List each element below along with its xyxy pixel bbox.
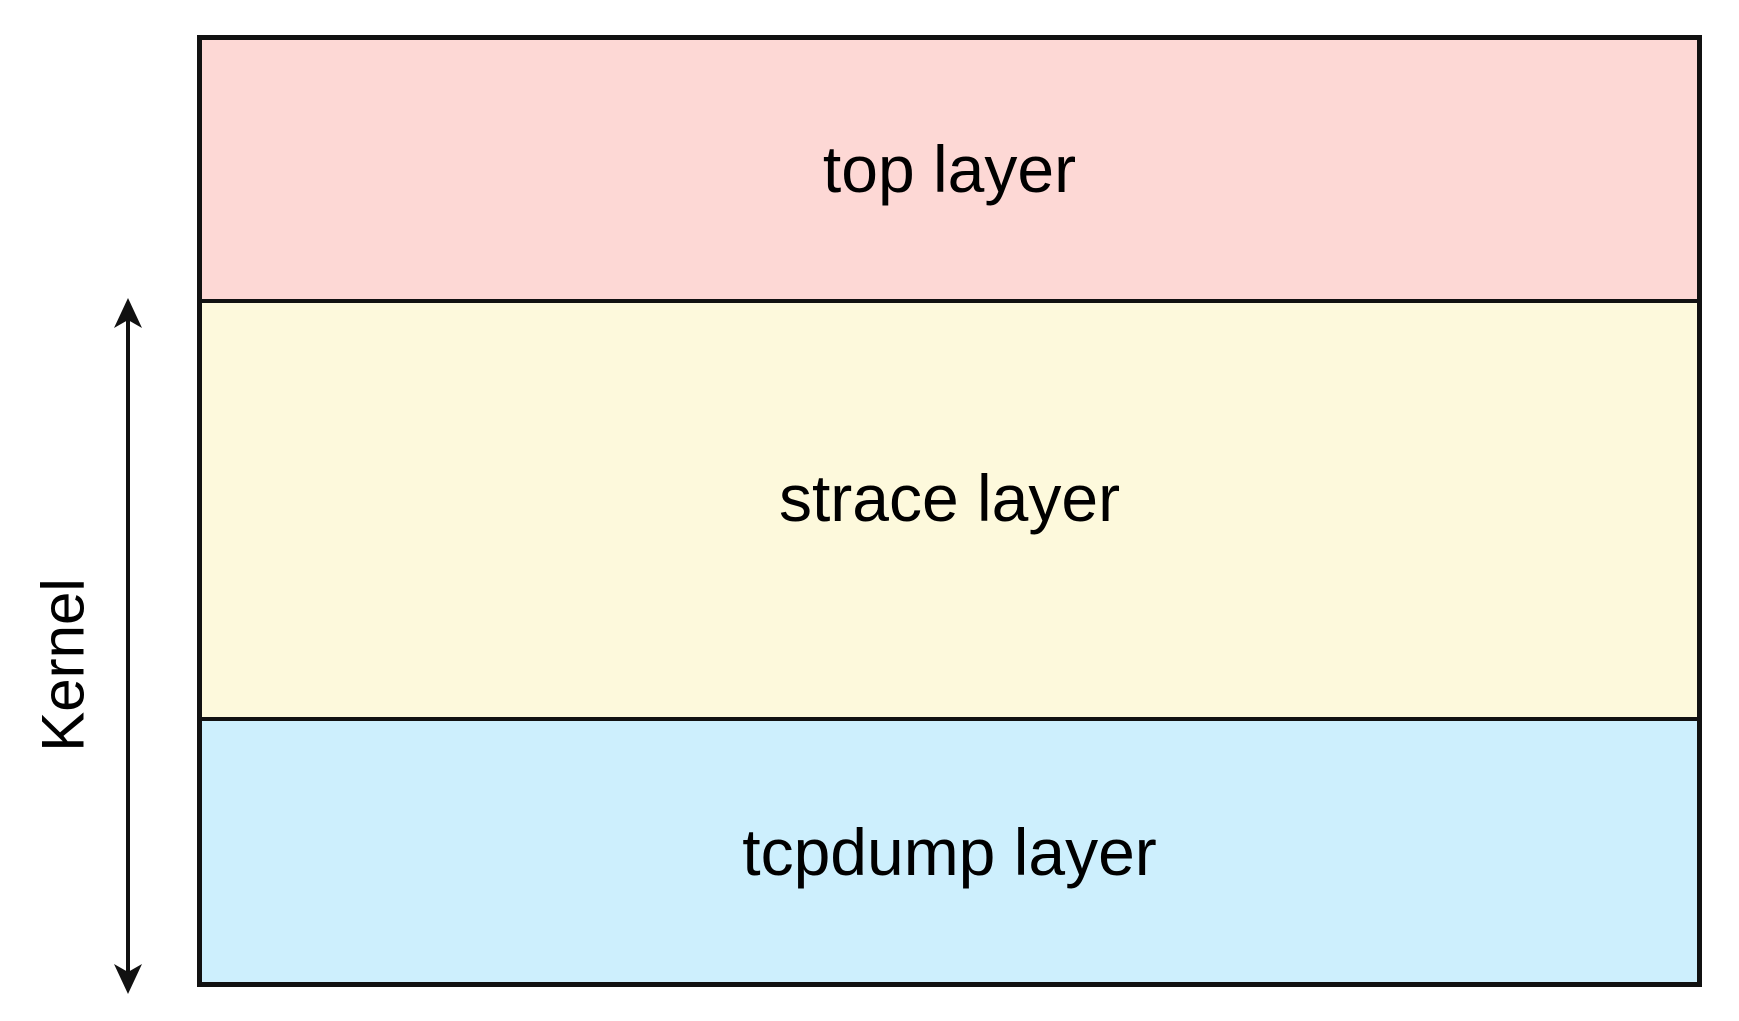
kernel-arrow-head-down — [114, 964, 142, 994]
tcpdump-layer-label: tcpdump layer — [742, 814, 1157, 889]
strace-layer-label: strace layer — [778, 461, 1121, 535]
kernel-arrow-head-up — [114, 298, 142, 328]
top-layer-label: top layer — [822, 131, 1077, 206]
strace-layer-box: strace layer — [202, 303, 1697, 721]
top-layer-box: top layer — [202, 40, 1697, 303]
kernel-label: Kernel — [29, 578, 97, 752]
kernel-double-arrow-icon — [114, 298, 142, 994]
tcpdump-layer-box: tcpdump layer — [202, 721, 1697, 982]
layer-stack: top layer strace layer tcpdump layer — [197, 35, 1702, 987]
